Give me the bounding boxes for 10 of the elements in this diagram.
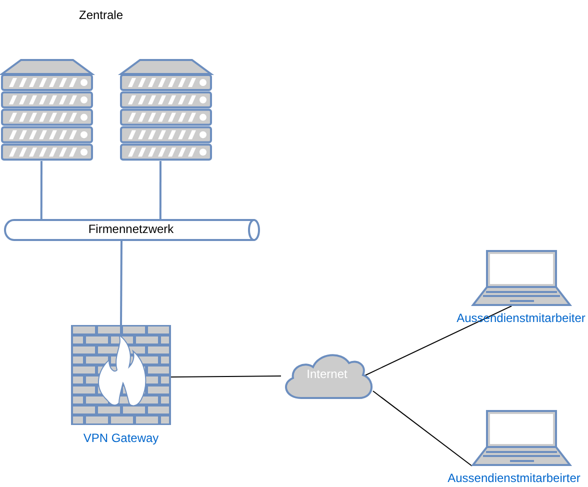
connector-line: [159, 161, 162, 219]
connector-line: [363, 306, 512, 376]
connector-line: [372, 390, 472, 466]
connector-line: [120, 241, 122, 325]
node-label: Aussendienstmitarbeirter: [448, 471, 580, 485]
heading-label: Zentrale: [79, 8, 124, 22]
node-label: VPN Gateway: [83, 431, 159, 445]
network-label: Firmennetzwerk: [88, 222, 174, 236]
connector-line: [40, 161, 42, 219]
connector-line: [170, 376, 282, 378]
